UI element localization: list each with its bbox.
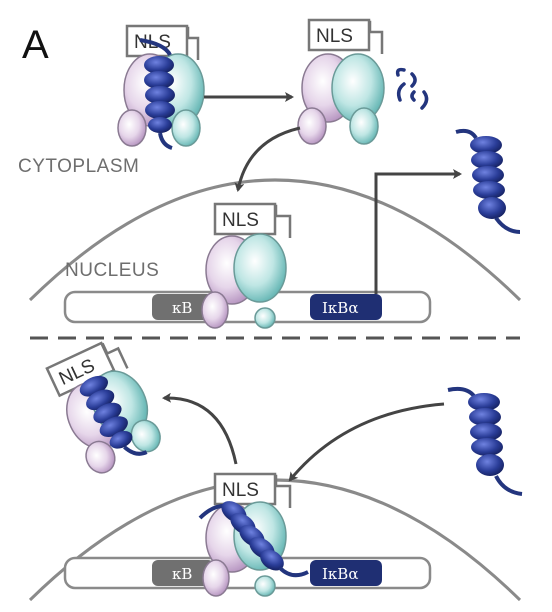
degraded-ikba-fragments-icon [395,67,429,110]
nf-kb-ikba-complex-icon: NLS [117,24,205,150]
transcription-arrow [374,169,462,294]
nls-tag-label: NLS [222,210,259,231]
panel-letter: A [22,23,49,67]
kb-site-label: κB [172,299,192,317]
dna-strand-bottom-icon: κB IκBα [63,556,432,590]
nuclear-nf-kb-icon: NLS [201,202,292,329]
cytoplasm-label: CYTOPLASM [18,156,139,177]
nls-tag-label: NLS [316,26,353,47]
nucleus-label: NUCLEUS [65,260,159,281]
ikba-gene-label: IκBα [322,299,358,317]
import-arrow [234,126,301,192]
nuclear-nf-kb-ikba-complex-icon: NLS [198,472,309,597]
nls-tag-label: NLS [222,480,259,501]
ikba-import-arrow [288,402,445,482]
ikba-coil-bottom-icon [447,386,523,496]
ikba-coil-top-icon [455,128,521,234]
free-nf-kb-dimer-icon: NLS [297,18,385,145]
exported-complex-icon: NLS [45,341,161,474]
nuclear-membrane-top [28,178,522,302]
export-arrow [162,392,238,465]
ikba-gene-label: IκBα [322,565,358,583]
kb-site-label: κB [172,565,192,583]
dna-strand-top-icon: κB IκBα [63,290,432,324]
